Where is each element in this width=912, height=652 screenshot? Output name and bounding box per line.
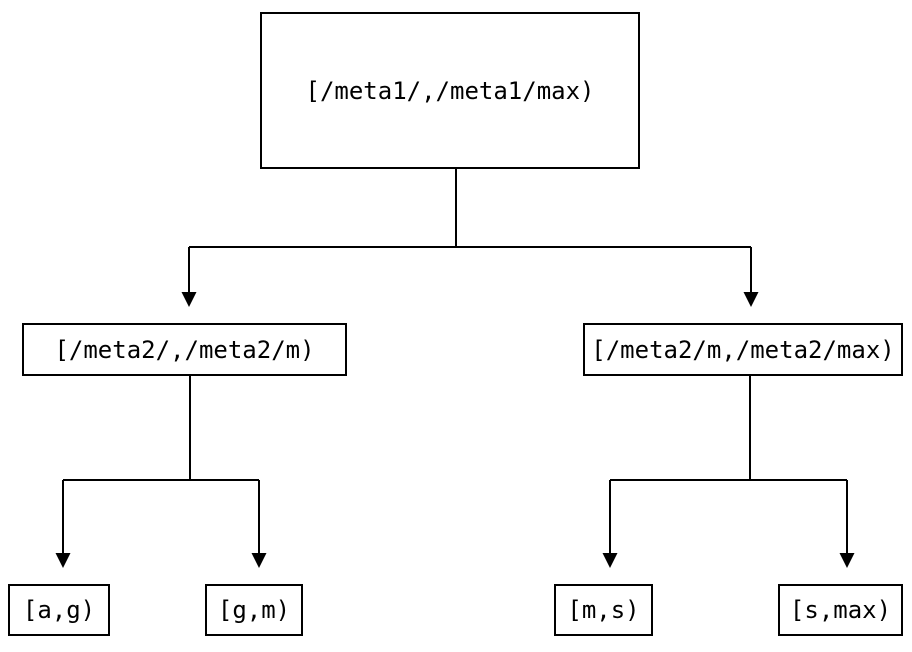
tree-leaf-ms-label: [m,s) xyxy=(567,596,640,624)
arrowhead-icon xyxy=(55,553,71,568)
tree-node-meta2-hi-label: [/meta2/m,/meta2/max) xyxy=(591,335,895,364)
tree-leaf-ms: [m,s) xyxy=(554,584,653,636)
tree-leaf-gm-label: [g,m) xyxy=(217,596,291,624)
tree-node-meta2-lo: [/meta2/,/meta2/m) xyxy=(22,323,347,376)
tree-node-root-label: [/meta1/,/meta1/max) xyxy=(305,76,595,105)
tree-leaf-gm: [g,m) xyxy=(205,584,303,636)
arrowhead-icon xyxy=(743,292,759,307)
arrowhead-icon xyxy=(602,553,618,568)
edge-root-children xyxy=(181,169,759,307)
tree-node-meta2-lo-label: [/meta2/,/meta2/m) xyxy=(54,335,315,364)
tree-node-root: [/meta1/,/meta1/max) xyxy=(260,12,640,169)
tree-leaf-smax: [s,max) xyxy=(778,584,903,636)
arrowhead-icon xyxy=(251,553,267,568)
edge-meta2hi-children xyxy=(602,376,855,568)
tree-leaf-ag-label: [a,g) xyxy=(22,596,96,624)
arrowhead-icon xyxy=(839,553,855,568)
arrowhead-icon xyxy=(181,292,197,307)
tree-node-meta2-hi: [/meta2/m,/meta2/max) xyxy=(583,323,903,376)
tree-leaf-smax-label: [s,max) xyxy=(789,596,892,624)
tree-leaf-ag: [a,g) xyxy=(8,584,110,636)
edge-meta2lo-children xyxy=(55,376,267,568)
